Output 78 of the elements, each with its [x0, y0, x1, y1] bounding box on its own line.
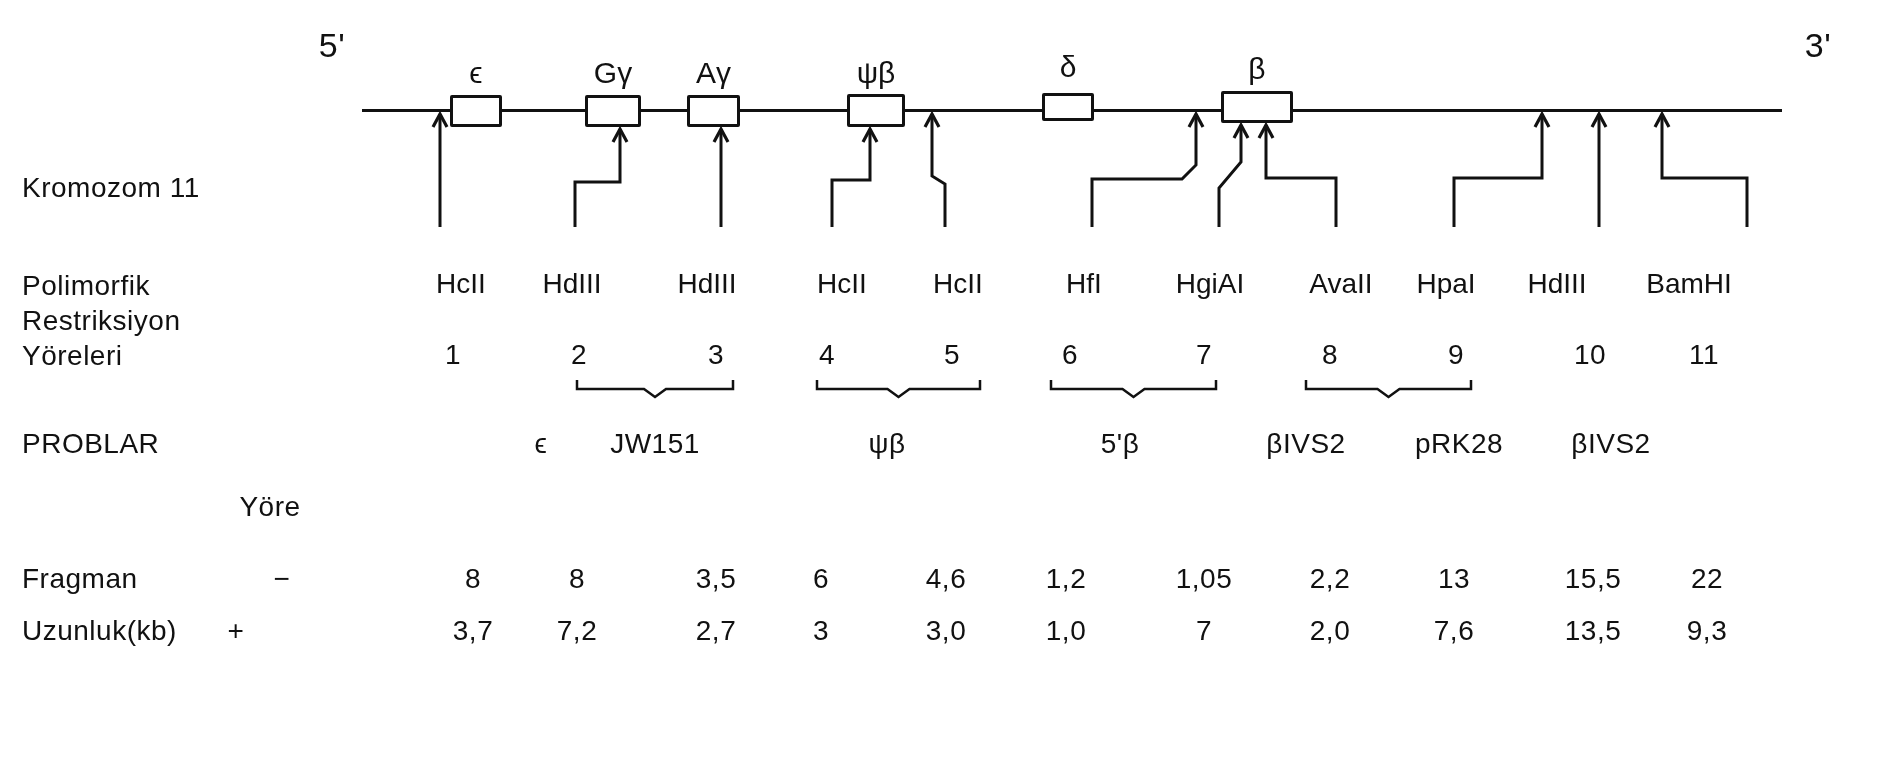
fragment-length: 3,7 — [452, 614, 494, 648]
row-heading: Polimorfik Restriksiyon Yöreleri — [22, 268, 182, 373]
site-number: 6 — [1061, 338, 1079, 372]
site-number: 5 — [943, 338, 961, 372]
fragment-length: 1,2 — [1045, 562, 1087, 596]
arrow — [431, 112, 449, 227]
probe-name: pRK28 — [1414, 427, 1504, 461]
gene-label: ϵ — [469, 56, 483, 89]
fragment-length: 8 — [568, 562, 586, 596]
site-number: 2 — [570, 338, 588, 372]
probe-name: JW151 — [610, 427, 700, 461]
fragment-length: 1,0 — [1045, 614, 1087, 648]
restriction-enzyme-label: BamHI — [1646, 267, 1732, 301]
fragment-length: 13 — [1437, 562, 1471, 596]
site-number: 7 — [1195, 338, 1213, 372]
site-number: 9 — [1447, 338, 1465, 372]
probe-name: βIVS2 — [1266, 427, 1346, 461]
gene-label: ψβ — [856, 56, 896, 89]
minus-sign: − — [273, 562, 291, 596]
fragment-length: 13,5 — [1564, 614, 1622, 648]
restriction-enzyme-label: HcII — [817, 267, 867, 301]
gene-label: Aγ — [696, 56, 731, 89]
arrow — [573, 127, 629, 227]
restriction-enzyme-label: HdIII — [542, 267, 602, 301]
arrow — [1653, 112, 1749, 227]
fragment-length: 9,3 — [1686, 614, 1728, 648]
column-heading: Yöre — [239, 490, 301, 524]
gene-label: β — [1248, 52, 1266, 85]
site-number: 11 — [1688, 338, 1720, 372]
row-heading: Uzunluk(kb) — [22, 614, 177, 648]
fragment-length: 7 — [1195, 614, 1213, 648]
fragment-length: 2,0 — [1309, 614, 1351, 648]
fragment-length: 2,2 — [1309, 562, 1351, 596]
fragment-length: 2,7 — [695, 614, 737, 648]
restriction-enzyme-label: AvaII — [1309, 267, 1373, 301]
fragment-length: 4,6 — [925, 562, 967, 596]
plus-sign: + — [227, 614, 245, 648]
arrow — [923, 112, 947, 227]
chromosome-label: Kromozom 11 — [22, 171, 200, 205]
fragment-length: 7,2 — [556, 614, 598, 648]
probe-name: βIVS2 — [1571, 427, 1651, 461]
arrow — [1590, 112, 1608, 227]
arrow — [712, 127, 730, 227]
five-prime-label: 5' — [318, 26, 346, 66]
probe-name: ψβ — [868, 427, 906, 461]
restriction-enzyme-label: HpaI — [1416, 267, 1476, 301]
fragment-length: 3,0 — [925, 614, 967, 648]
restriction-enzyme-label: HcII — [436, 267, 486, 301]
restriction-enzyme-label: HgiAI — [1175, 267, 1245, 301]
three-prime-label: 3' — [1804, 26, 1832, 66]
fragment-length: 1,05 — [1175, 562, 1233, 596]
gene-label: Gγ — [593, 56, 633, 89]
arrow — [1090, 112, 1205, 227]
gene-label: δ — [1059, 50, 1077, 83]
restriction-enzyme-label: HcII — [933, 267, 983, 301]
fragment-length: 22 — [1690, 562, 1724, 596]
arrow — [1257, 123, 1338, 227]
site-number: 10 — [1573, 338, 1607, 372]
fragment-length: 6 — [812, 562, 830, 596]
fragment-length: 3 — [812, 614, 830, 648]
fragment-length: 8 — [464, 562, 482, 596]
probe-name: 5'β — [1100, 427, 1140, 461]
fragment-length: 3,5 — [695, 562, 737, 596]
row-heading: Fragman — [22, 562, 138, 596]
restriction-enzyme-label: HfI — [1066, 267, 1102, 301]
restriction-enzyme-label: HdIII — [1527, 267, 1587, 301]
site-number: 8 — [1321, 338, 1339, 372]
fragment-length: 7,6 — [1433, 614, 1475, 648]
site-number: 3 — [707, 338, 725, 372]
row-heading: PROBLAR — [22, 427, 160, 461]
site-number: 4 — [818, 338, 836, 372]
restriction-enzyme-label: HdIII — [677, 267, 737, 301]
arrow — [1217, 123, 1250, 227]
site-number: 1 — [444, 338, 462, 372]
probe-name: ϵ — [534, 427, 548, 461]
fragment-length: 15,5 — [1564, 562, 1622, 596]
arrow — [1452, 112, 1551, 227]
arrow — [830, 127, 879, 227]
